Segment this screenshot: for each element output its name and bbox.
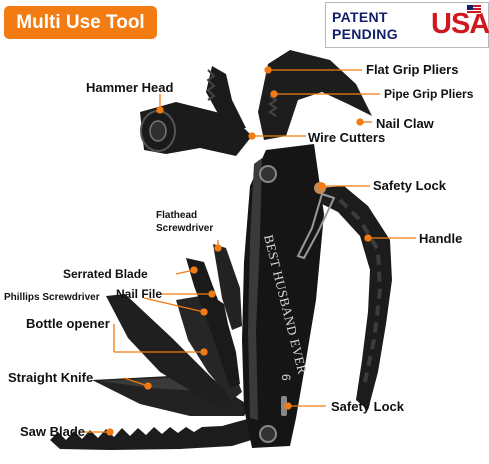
label-straight-knife: Straight Knife [8, 370, 94, 385]
label-hammer-head: Hammer Head [86, 80, 174, 95]
saw-blade [50, 416, 264, 450]
label-safety-lock-top: Safety Lock [373, 178, 446, 193]
handle-body [242, 144, 324, 448]
us-flag-icon [467, 5, 481, 14]
straight-knife [92, 376, 250, 416]
leader-lines [84, 66, 416, 436]
label-nail-claw: Nail Claw [376, 116, 434, 131]
label-safety-lock-bottom: Safety Lock [331, 399, 404, 414]
patent-pending-logo: PATENT PENDING USA [325, 2, 489, 48]
label-pipe-grip-pliers: Pipe Grip Pliers [384, 87, 474, 101]
label-wire-cutters: Wire Cutters [308, 130, 386, 145]
multi-use-tool-badge: Multi Use Tool [4, 6, 157, 39]
pending-text: PENDING [332, 26, 398, 42]
label-bottle-opener: Bottle opener [26, 316, 110, 331]
label-flathead-line2: Screwdriver [156, 223, 214, 234]
label-flat-grip-pliers: Flat Grip Pliers [366, 62, 459, 77]
label-nail-file: Nail File [116, 287, 163, 301]
flathead-screwdriver [213, 244, 242, 330]
safety-lock-bottom-icon [281, 396, 287, 416]
engraving-size-mark: 6 [279, 374, 293, 381]
label-flathead-line1: Flathead [156, 210, 198, 221]
label-phillips-screwdriver: Phillips Screwdriver [4, 292, 100, 303]
nail-claw [258, 50, 372, 140]
label-saw-blade: Saw Blade [20, 424, 86, 439]
patent-text: PATENT [332, 9, 388, 25]
label-handle: Handle [419, 231, 463, 246]
serrated-blade [186, 258, 240, 388]
label-serrated-blade: Serrated Blade [63, 267, 148, 281]
plier-jaw-top [206, 66, 246, 128]
